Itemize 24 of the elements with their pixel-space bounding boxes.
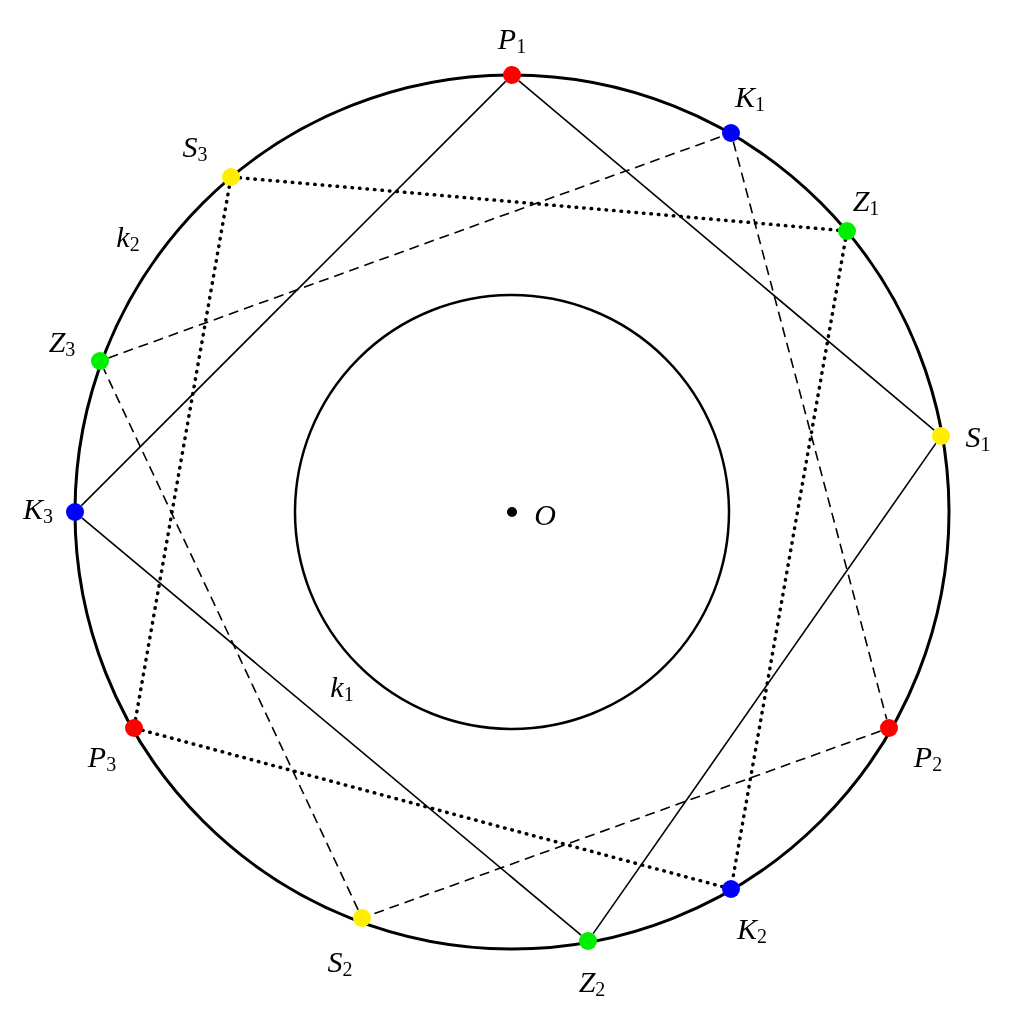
point-label: K$_{1}$: [735, 81, 765, 117]
point-label: S$_{1}$: [965, 421, 991, 457]
point-label: P$_{1}$: [497, 23, 527, 59]
chord-line: [80, 80, 507, 507]
chord-line: [518, 80, 935, 431]
point-label: K$_{3}$: [23, 493, 53, 529]
chord-line: [81, 516, 582, 937]
point-label: S$_{3}$: [182, 131, 208, 167]
point-label: Z$_{2}$: [578, 966, 606, 1002]
point-label: P$_{2}$: [913, 741, 943, 777]
point-label: P$_{3}$: [87, 741, 117, 777]
chord-line: [238, 176, 840, 232]
point-label: K$_{2}$: [737, 913, 767, 949]
chord-line: [133, 184, 232, 721]
point-label: S$_{2}$: [327, 946, 353, 982]
point-label: O: [534, 500, 556, 530]
circle-label: k$_{1}$: [330, 671, 354, 707]
point-label: Z$_{1}$: [852, 185, 880, 221]
chord-line: [732, 140, 888, 721]
circle-label: k$_{2}$: [116, 221, 140, 257]
chord-line: [140, 728, 725, 889]
chord-line: [103, 368, 359, 911]
chord-line: [592, 442, 937, 935]
point-label: Z$_{3}$: [48, 326, 76, 362]
